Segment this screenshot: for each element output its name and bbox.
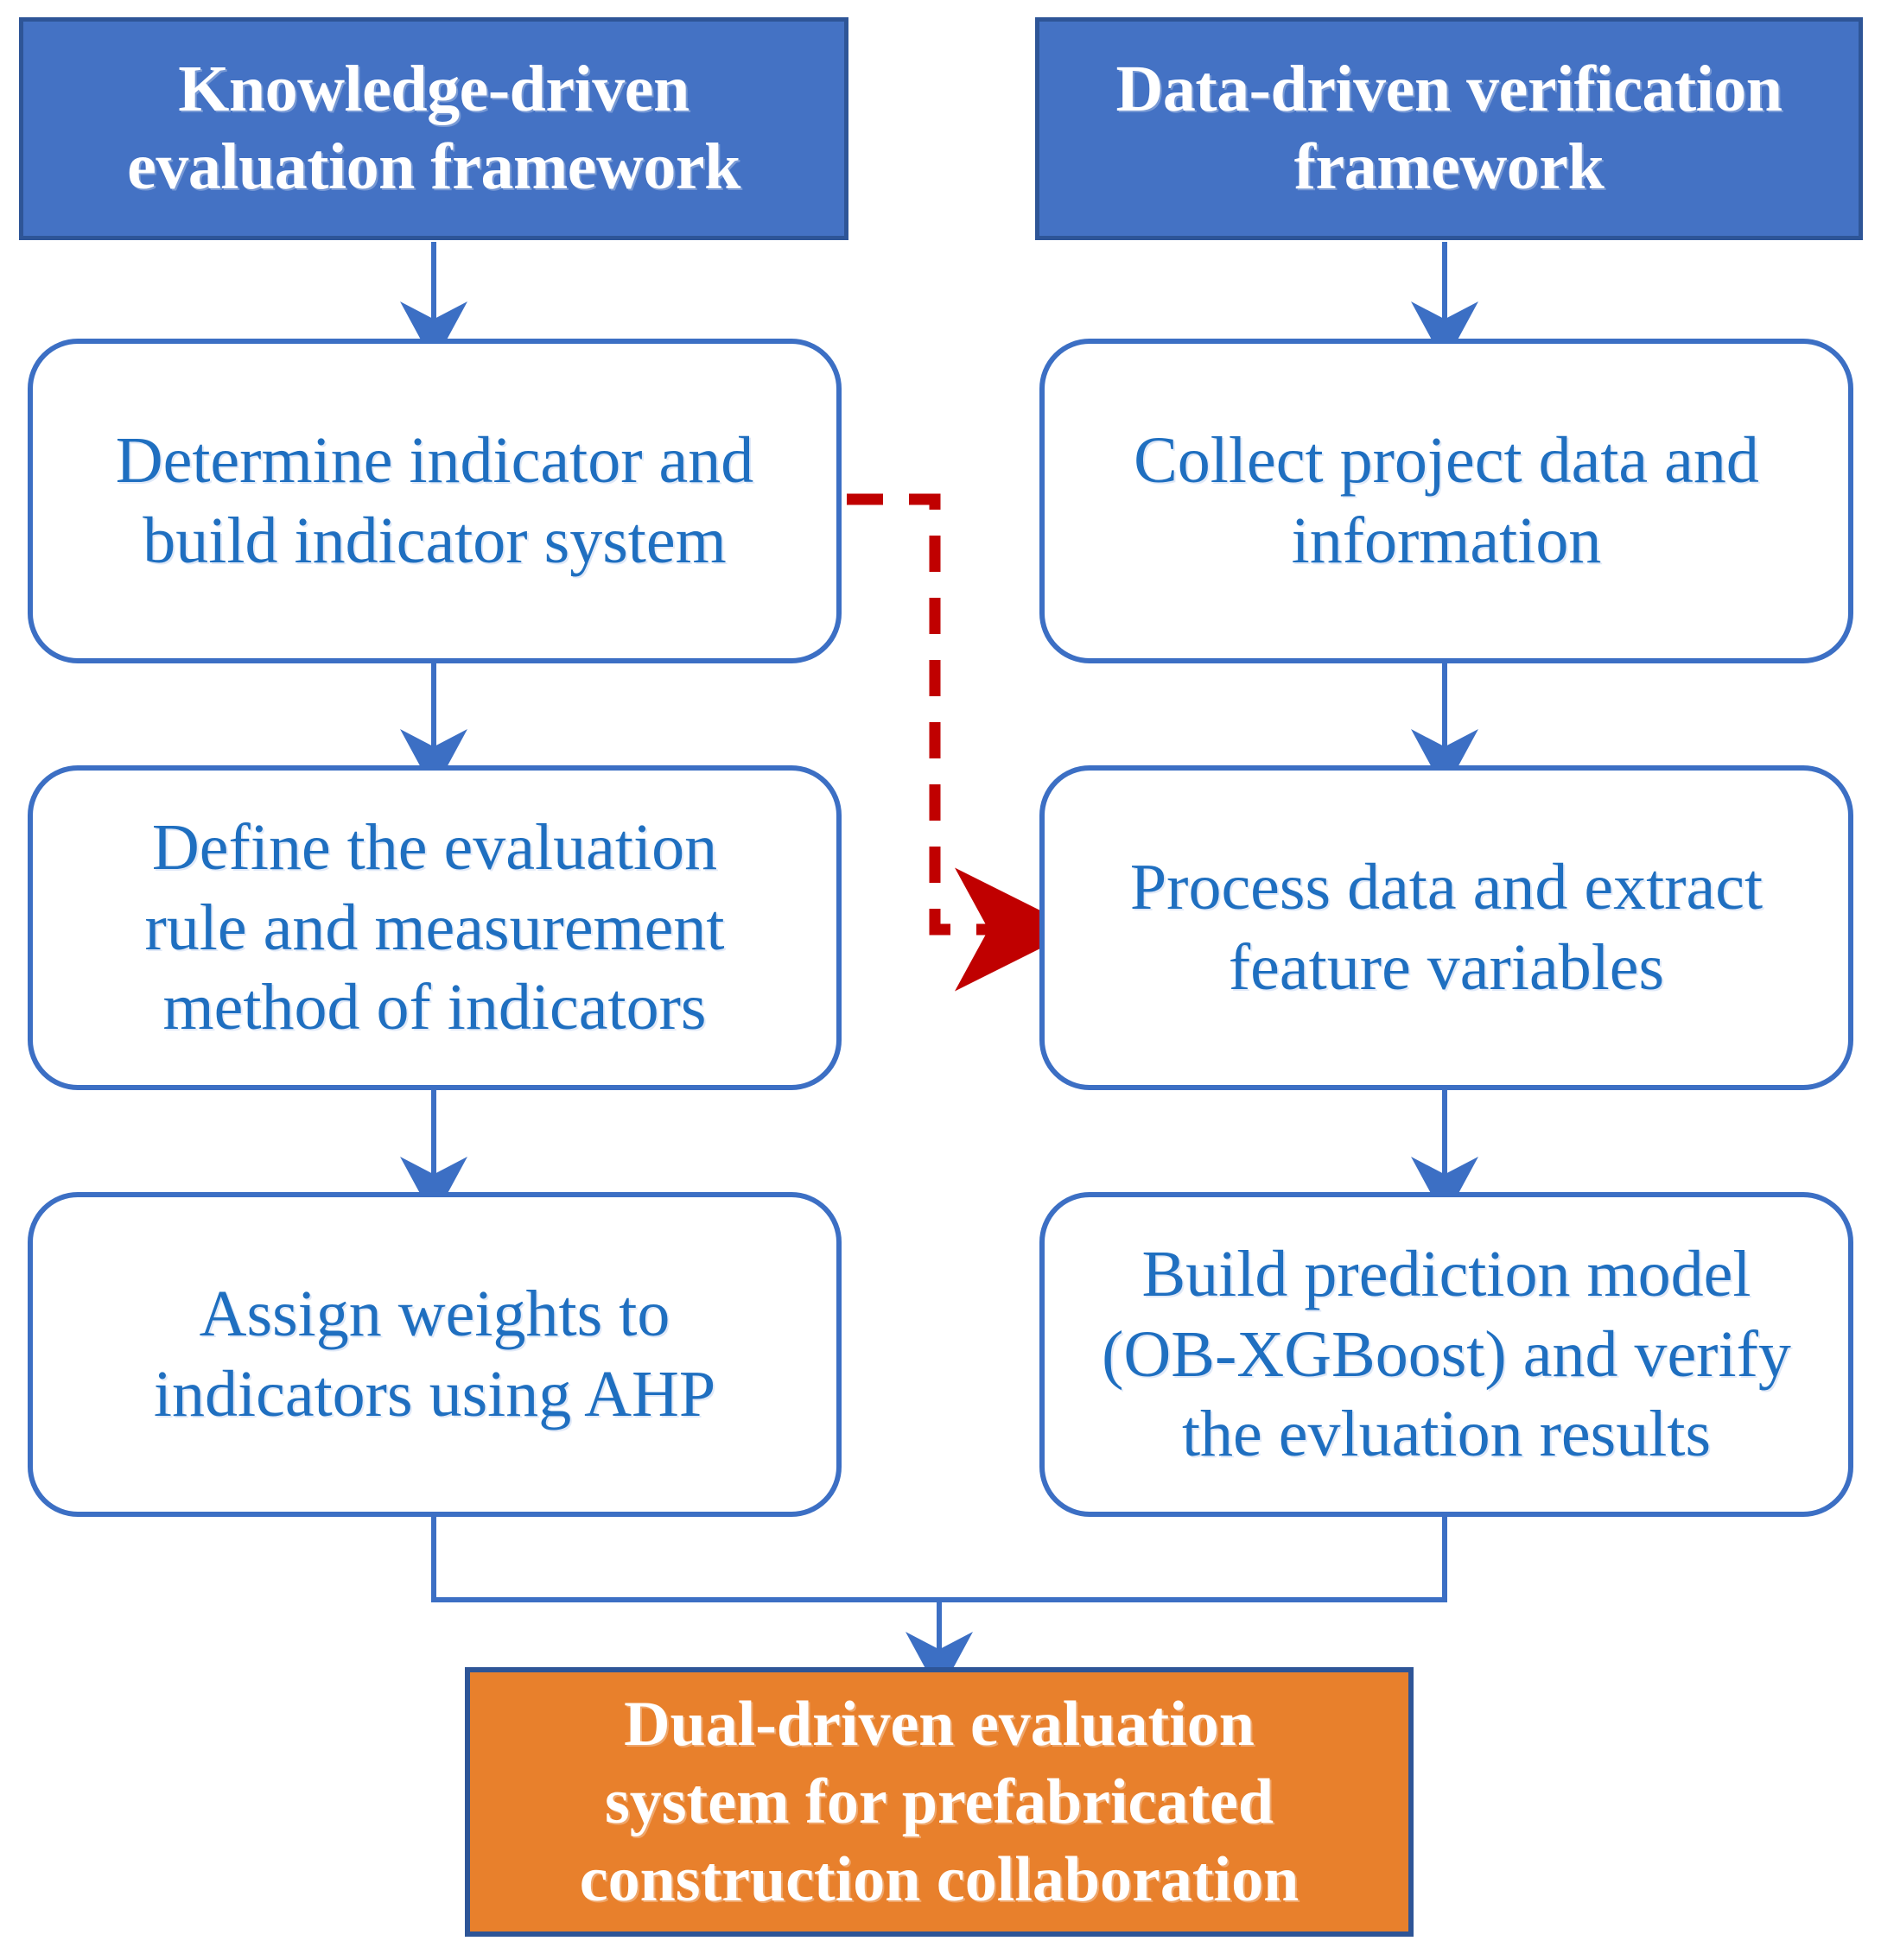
merge-connector-left <box>431 1513 939 1602</box>
step-assign-weights-line2: indicators using AHP <box>153 1358 716 1430</box>
step-determine-indicator-line1: Determine indicator and <box>115 424 754 498</box>
step-collect-project-data-line2: information <box>1291 504 1602 577</box>
step-determine-indicator-line2: build indicator system <box>143 504 727 577</box>
header-left-line1: Knowledge-driven <box>178 53 689 126</box>
header-right-line1: Data-driven verification <box>1115 53 1783 126</box>
step-build-prediction-model-line2: (OB-XGBoost) and verify <box>1102 1317 1791 1391</box>
step-process-data-line2: feature variables <box>1228 931 1665 1004</box>
merge-connector-right <box>939 1513 1447 1602</box>
step-define-evaluation-rule-line3: method of indicators <box>162 971 707 1044</box>
step-process-data-line1: Process data and extract <box>1129 851 1763 924</box>
result-dual-driven-evaluation-system: Dual-driven evaluation system for prefab… <box>465 1667 1414 1937</box>
header-data-driven-framework: Data-driven verification framework <box>1035 17 1863 240</box>
step-build-prediction-model-line3: the evluation results <box>1181 1398 1712 1471</box>
step-build-prediction-model[interactable]: Build prediction model (OB-XGBoost) and … <box>1039 1192 1853 1517</box>
result-line3: construction collaboration <box>579 1844 1300 1916</box>
step-build-prediction-model-line1: Build prediction model <box>1141 1237 1751 1310</box>
header-left-line2: evaluation framework <box>127 130 740 203</box>
step-collect-project-data[interactable]: Collect project data and information <box>1039 339 1853 663</box>
result-line1: Dual-driven evaluation <box>624 1688 1255 1760</box>
step-assign-weights-line1: Assign weights to <box>199 1278 670 1351</box>
step-process-data[interactable]: Process data and extract feature variabl… <box>1039 765 1853 1090</box>
step-assign-weights[interactable]: Assign weights to indicators using AHP <box>28 1192 842 1517</box>
step-define-evaluation-rule[interactable]: Define the evaluation rule and measureme… <box>28 765 842 1090</box>
dashed-cross-link <box>847 493 1078 992</box>
step-collect-project-data-line1: Collect project data and <box>1134 424 1759 498</box>
step-determine-indicator[interactable]: Determine indicator and build indicator … <box>28 339 842 663</box>
header-knowledge-driven-framework: Knowledge-driven evaluation framework <box>19 17 848 240</box>
step-define-evaluation-rule-line2: rule and measurement <box>144 891 725 964</box>
step-define-evaluation-rule-line1: Define the evaluation <box>151 810 718 884</box>
result-line2: system for prefabricated <box>604 1766 1274 1837</box>
header-right-line2: framework <box>1293 130 1605 203</box>
